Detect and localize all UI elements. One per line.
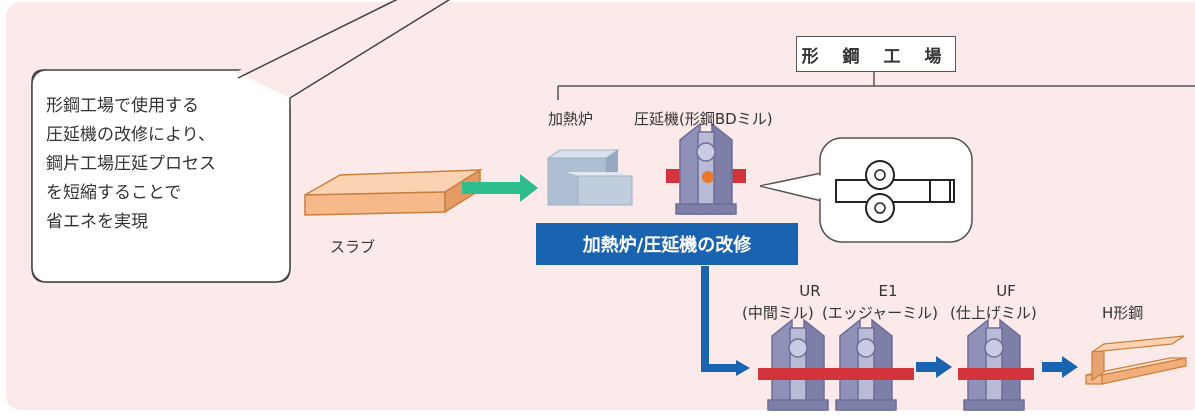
product-label: H形鋼 xyxy=(1102,304,1144,322)
rolling-mill-icon xyxy=(958,319,1034,411)
flow-arrows xyxy=(701,266,1078,378)
rolling-mill-icon xyxy=(834,319,914,411)
uf-code-label: UF xyxy=(996,282,1016,300)
e1-code-label: E1 xyxy=(878,282,898,300)
bd-mill-label: 圧延機(形鋼BDミル) xyxy=(634,110,773,128)
slab-label: スラブ xyxy=(330,238,376,256)
slab-to-furnace-arrow xyxy=(462,174,538,202)
rolling-mill-icon xyxy=(758,319,838,411)
factory-title: 形 鋼 工 場 xyxy=(796,36,956,72)
uf-name-label: (仕上げミル) xyxy=(950,304,1037,322)
callout-line: 省エネを実現 xyxy=(46,212,148,232)
ur-name-label: (中間ミル) xyxy=(742,304,814,322)
renovation-banner: 加熱炉/圧延機の改修 xyxy=(536,223,798,265)
furnace-label: 加熱炉 xyxy=(548,110,594,128)
rolls-detail-icon xyxy=(759,137,973,243)
slab-icon xyxy=(304,168,483,216)
callout-line: 鋼片工場圧延プロセス xyxy=(46,154,216,174)
rolling-mill-icon xyxy=(666,123,746,215)
callout-line: を短縮することで xyxy=(46,183,182,203)
callout-line: 形鋼工場で使用する xyxy=(46,96,199,116)
callout-text: 形鋼工場で使用する 圧延機の改修により、 鋼片工場圧延プロセス を短縮することで… xyxy=(46,92,276,237)
furnace-icon xyxy=(546,149,633,206)
e1-name-label: (エッジャーミル) xyxy=(822,304,938,322)
h-beam-icon xyxy=(1085,335,1187,385)
ur-code-label: UR xyxy=(799,282,821,300)
callout-line: 圧延機の改修により、 xyxy=(46,125,215,145)
